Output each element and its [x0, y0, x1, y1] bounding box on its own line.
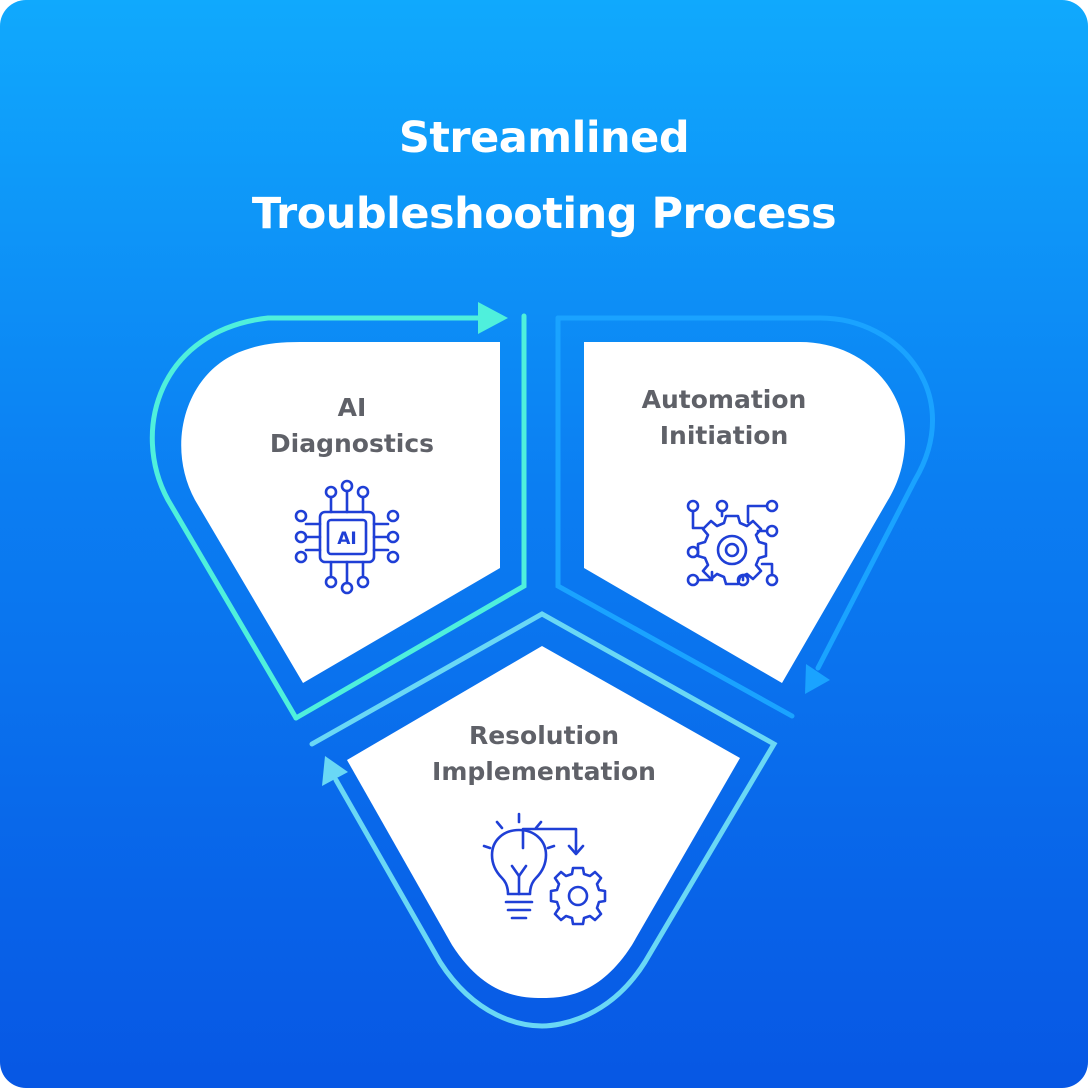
cycle-arrow-2	[555, 315, 935, 671]
step-label-resolution-implementation: Resolution Implementation	[404, 718, 684, 790]
page-title: Streamlined Troubleshooting Process	[0, 100, 1088, 252]
step-1-line-2: Diagnostics	[269, 429, 435, 458]
step-1-line-1: AI	[337, 393, 367, 422]
panel-automation-initiation	[584, 342, 905, 683]
cycle-arrow-1	[293, 313, 527, 721]
step-3-line-1: Resolution	[468, 721, 620, 750]
step-3-line-2: Implementation	[432, 757, 656, 786]
title-line-2: Troubleshooting Process	[251, 189, 837, 239]
title-line-1: Streamlined	[398, 113, 690, 163]
arrow-head-1	[478, 302, 508, 334]
step-label-ai-diagnostics: AI Diagnostics	[232, 390, 472, 462]
step-label-automation-initiation: Automation Initiation	[600, 382, 848, 454]
step-2-line-1: Automation	[641, 385, 807, 414]
cycle-arrow-1-loop	[149, 315, 483, 721]
cycle-arrow-3	[309, 611, 778, 1029]
cycle-arrow-2-inner	[555, 315, 795, 719]
lightbulb-gear-icon	[482, 812, 607, 926]
arrow-head-2	[805, 664, 830, 694]
panel-resolution-implementation	[347, 646, 740, 998]
gear-circuit-icon	[686, 499, 779, 587]
step-2-line-2: Initiation	[659, 421, 789, 450]
ai-chip-icon-text: AI	[337, 529, 356, 549]
arrow-head-3	[322, 756, 348, 786]
ai-chip-icon	[294, 479, 400, 595]
